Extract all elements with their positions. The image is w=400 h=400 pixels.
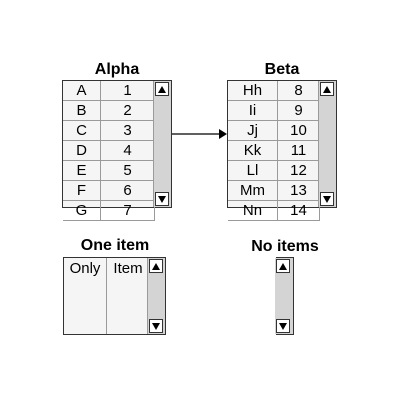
one-item-listbox[interactable]: Only Item xyxy=(63,257,166,335)
no-items-listbox[interactable] xyxy=(275,257,294,335)
one-item-scroll-down-button[interactable] xyxy=(149,319,163,333)
scroll-down-arrow-icon xyxy=(279,322,287,330)
scroll-down-arrow-icon xyxy=(323,195,331,203)
scroll-up-arrow-icon xyxy=(158,85,166,93)
beta-scrollbar[interactable] xyxy=(318,81,336,207)
beta-title: Beta xyxy=(264,61,300,78)
scroll-down-arrow-icon xyxy=(152,322,160,330)
beta-cell-value: 14 xyxy=(278,201,320,220)
beta-cell-label: Hh xyxy=(228,81,278,100)
beta-cell-value: 11 xyxy=(278,141,320,160)
alpha-cell-label: F xyxy=(63,181,101,200)
one-item-cell-1: Only xyxy=(64,258,107,334)
no-items-scrollbar[interactable] xyxy=(275,258,293,334)
alpha-cell-value: 4 xyxy=(101,141,155,160)
beta-cell-value: 8 xyxy=(278,81,320,100)
beta-cell-label: Ii xyxy=(228,101,278,120)
connector-arrow xyxy=(172,129,227,139)
alpha-cell-value: 7 xyxy=(101,201,155,220)
beta-cell-label: Kk xyxy=(228,141,278,160)
alpha-cell-label: C xyxy=(63,121,101,140)
beta-cell-label: Nn xyxy=(228,201,278,220)
alpha-scroll-up-button[interactable] xyxy=(155,82,169,96)
no-items-scroll-up-button[interactable] xyxy=(276,259,290,273)
alpha-cell-label: B xyxy=(63,101,101,120)
no-items-title: No items xyxy=(251,238,319,255)
beta-cell-value: 9 xyxy=(278,101,320,120)
alpha-cell-value: 3 xyxy=(101,121,155,140)
scroll-down-arrow-icon xyxy=(158,195,166,203)
alpha-cell-value: 2 xyxy=(101,101,155,120)
alpha-cell-value: 1 xyxy=(101,81,155,100)
no-items-scroll-down-button[interactable] xyxy=(276,319,290,333)
beta-scroll-down-button[interactable] xyxy=(320,192,334,206)
alpha-scroll-down-button[interactable] xyxy=(155,192,169,206)
one-item-title: One item xyxy=(80,237,150,254)
scroll-up-arrow-icon xyxy=(323,85,331,93)
beta-cell-value: 13 xyxy=(278,181,320,200)
alpha-cell-label: A xyxy=(63,81,101,100)
alpha-title: Alpha xyxy=(94,61,140,78)
beta-cell-label: Jj xyxy=(228,121,278,140)
one-item-scrollbar[interactable] xyxy=(147,258,165,334)
beta-scroll-up-button[interactable] xyxy=(320,82,334,96)
scroll-up-arrow-icon xyxy=(152,262,160,270)
beta-cell-value: 12 xyxy=(278,161,320,180)
alpha-cell-label: G xyxy=(63,201,101,220)
alpha-cell-value: 5 xyxy=(101,161,155,180)
beta-cell-label: Mm xyxy=(228,181,278,200)
beta-cell-value: 10 xyxy=(278,121,320,140)
alpha-cell-value: 6 xyxy=(101,181,155,200)
scroll-up-arrow-icon xyxy=(279,262,287,270)
one-item-scroll-up-button[interactable] xyxy=(149,259,163,273)
one-item-cell-2: Item xyxy=(113,260,143,277)
alpha-cell-label: E xyxy=(63,161,101,180)
alpha-scrollbar[interactable] xyxy=(153,81,171,207)
beta-cell-label: Ll xyxy=(228,161,278,180)
alpha-cell-label: D xyxy=(63,141,101,160)
